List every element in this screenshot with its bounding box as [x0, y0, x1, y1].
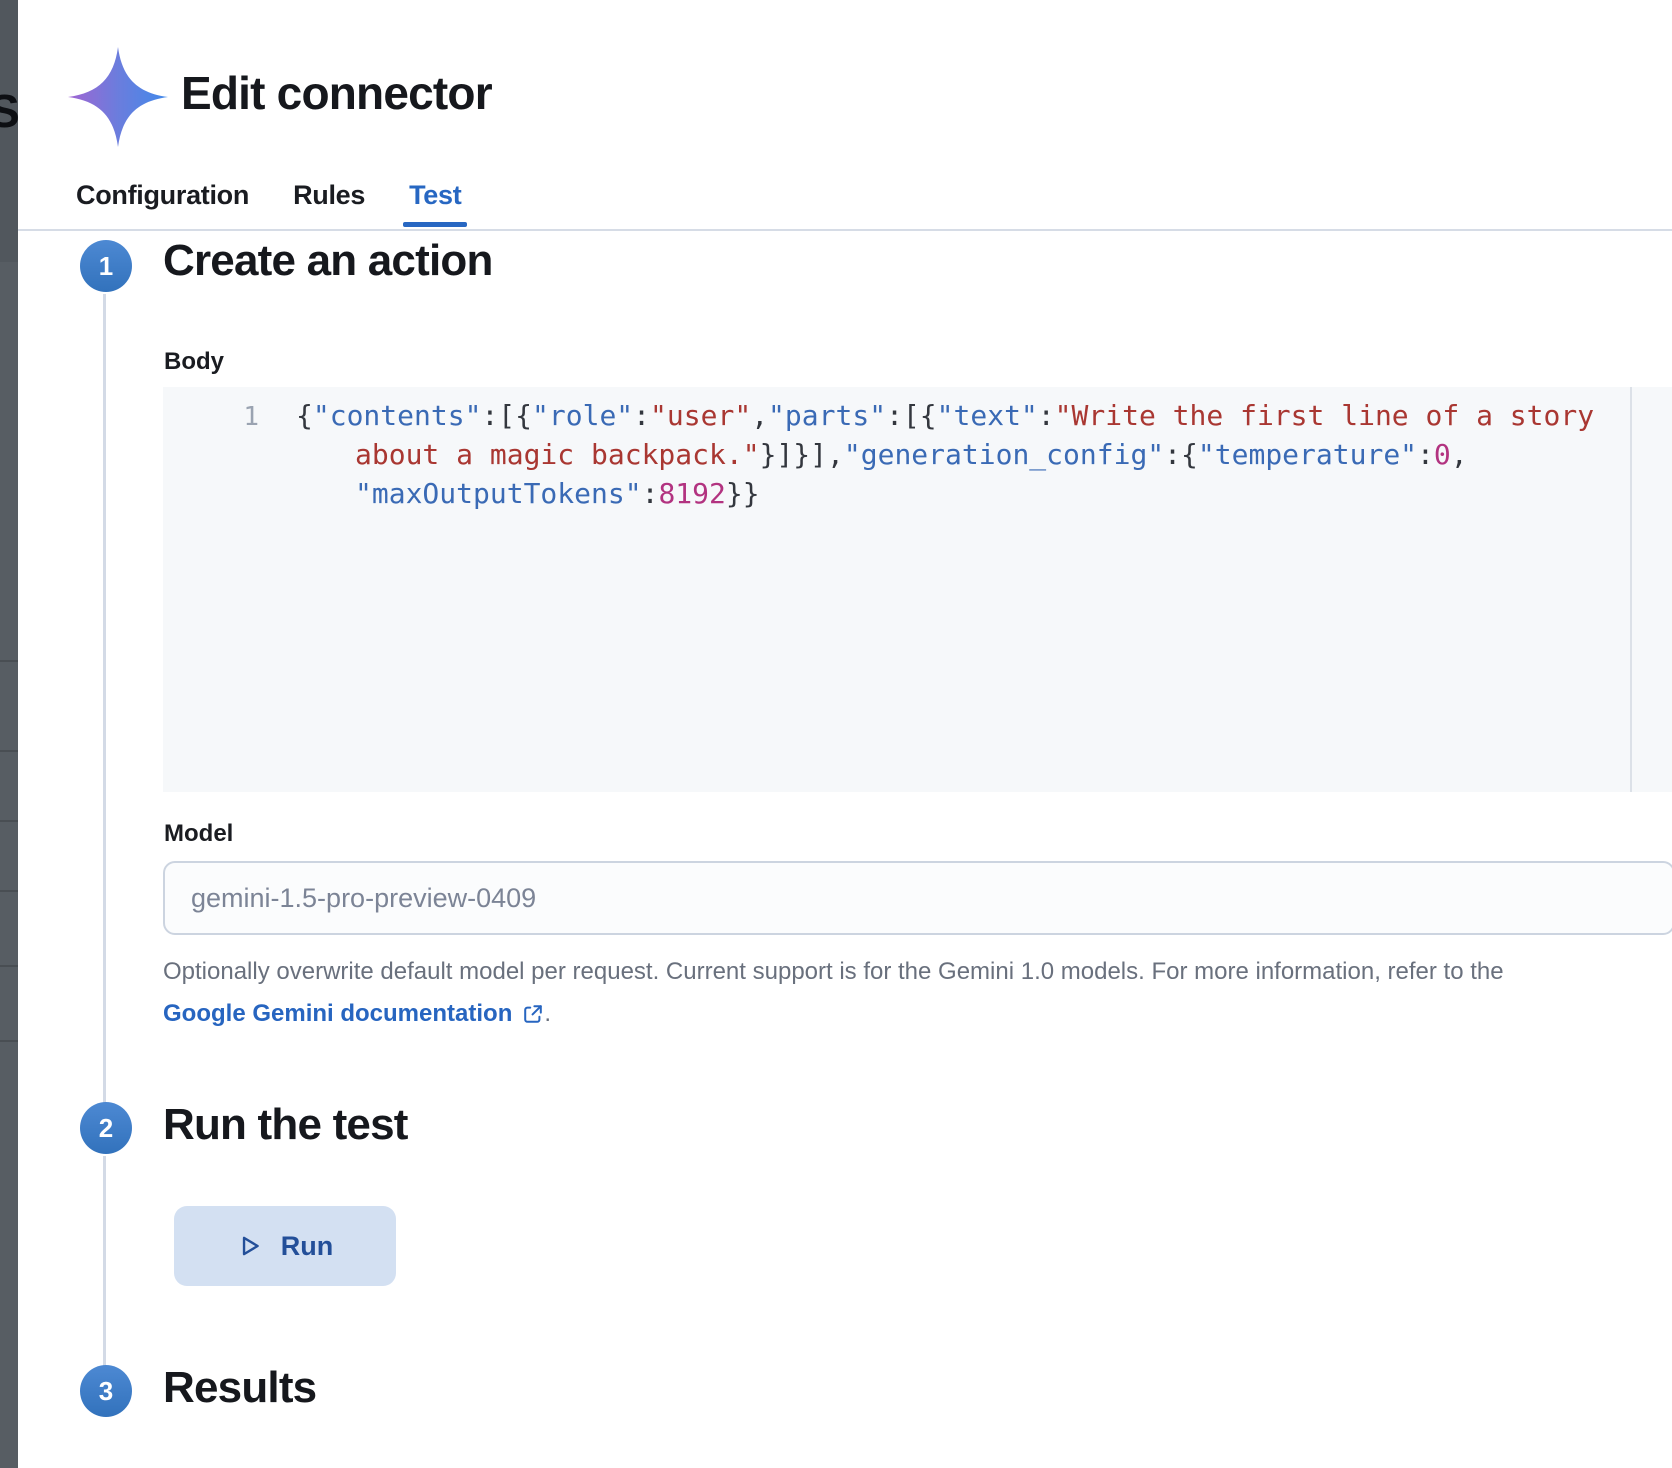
background-row-divider — [0, 965, 18, 967]
background-page-letter: S — [0, 85, 18, 137]
tab-rules[interactable]: Rules — [293, 163, 365, 227]
dimmed-background-page: S — [0, 0, 18, 1468]
step-number-2: 2 — [80, 1102, 132, 1154]
play-icon — [242, 1236, 259, 1256]
edit-connector-flyout: Edit connector Configuration Rules Test 1 … — [18, 0, 1672, 1468]
model-help-link-row: Google Gemini documentation . — [163, 995, 551, 1033]
step-title-results: Results — [163, 1363, 317, 1412]
popout-external-link-icon — [524, 1005, 543, 1023]
background-row-divider — [0, 750, 18, 752]
help-suffix: . — [544, 1000, 552, 1027]
editor-line-number: 1 — [243, 402, 259, 432]
run-button[interactable]: Run — [174, 1206, 396, 1286]
tab-test[interactable]: Test — [403, 163, 468, 227]
background-row-divider — [0, 1040, 18, 1042]
background-row-divider — [0, 660, 18, 662]
background-row-divider — [0, 890, 18, 892]
background-row-divider — [0, 820, 18, 822]
code-content[interactable]: {"contents":[{"role":"user","parts":[{"t… — [296, 396, 1612, 513]
editor-scrollbar-gutter[interactable] — [1630, 387, 1632, 792]
run-button-label: Run — [280, 1230, 334, 1261]
model-help-text: Optionally overwrite default model per r… — [163, 958, 1504, 985]
body-code-editor[interactable]: 1 {"contents":[{"role":"user","parts":[{… — [163, 387, 1672, 792]
step-title-create-action: Create an action — [163, 236, 493, 285]
code-line[interactable]: "maxOutputTokens":8192}} — [355, 477, 760, 510]
step-number-3: 3 — [80, 1365, 132, 1417]
tab-bar-divider — [18, 229, 1672, 231]
step-number-1: 1 — [80, 240, 132, 292]
code-line[interactable]: {"contents":[{"role":"user","parts":[{"t… — [296, 399, 1595, 432]
step-title-run-test: Run the test — [163, 1100, 408, 1149]
tab-configuration[interactable]: Configuration — [76, 163, 249, 227]
model-field-label: Model — [164, 820, 234, 847]
gemini-documentation-link-label: Google Gemini documentation — [163, 1000, 513, 1027]
model-input[interactable] — [163, 861, 1672, 935]
code-line[interactable]: about a magic backpack."}]}],"generation… — [355, 438, 1468, 471]
dimmed-background-header — [0, 0, 18, 262]
body-field-label: Body — [164, 348, 224, 375]
page-title: Edit connector — [181, 67, 493, 119]
gemini-documentation-link[interactable]: Google Gemini documentation — [163, 995, 544, 1033]
gemini-sparkle-icon — [68, 47, 168, 147]
step-connector-line — [103, 1156, 106, 1367]
tab-bar: Configuration Rules Test — [76, 163, 468, 227]
step-connector-line — [103, 294, 106, 1104]
